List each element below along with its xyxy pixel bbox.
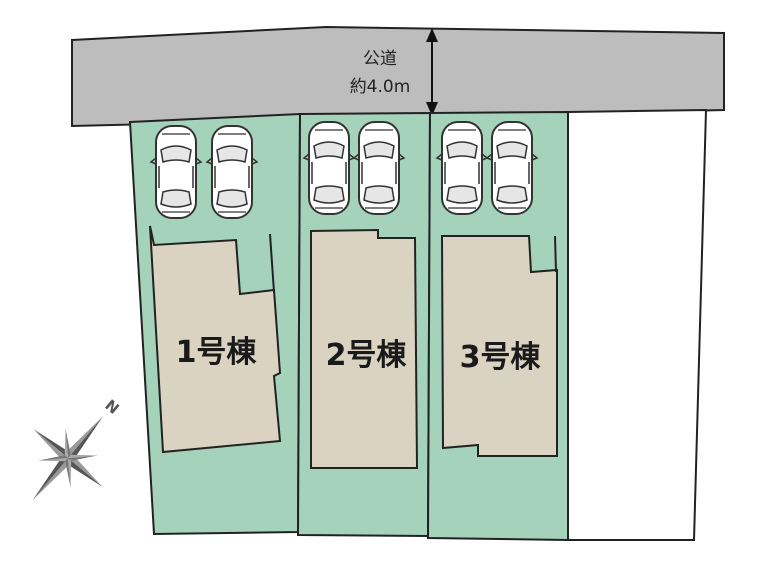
road-name-label: 公道: [363, 49, 397, 69]
road-width-label: 約4.0m: [350, 77, 411, 97]
public-road: [71, 25, 725, 128]
lot-2-label: 2号棟: [326, 338, 408, 373]
building-1-notch-line: [269, 233, 275, 293]
compass-rose-icon: [32, 415, 104, 501]
compass-north-label: N: [101, 396, 122, 418]
adjacent-empty-lot: [567, 108, 708, 541]
building-3-notch-line: [554, 235, 557, 273]
building-2: [310, 228, 419, 469]
lot-1-parking-space-1: [150, 125, 202, 219]
lot-3-parking-space-2: [486, 121, 538, 215]
road-width-arrow: [426, 28, 438, 116]
lot-1-parking-space-2: [206, 125, 258, 219]
lot-3-label: 3号棟: [460, 340, 542, 375]
lot-3-parking-space-1: [436, 121, 488, 215]
lot-2-parking-space-1: [303, 121, 355, 215]
lot-2-parking-space-2: [353, 121, 405, 215]
building-3: [440, 235, 558, 457]
building-1: [149, 225, 282, 454]
lot-1-label: 1号棟: [176, 335, 258, 370]
